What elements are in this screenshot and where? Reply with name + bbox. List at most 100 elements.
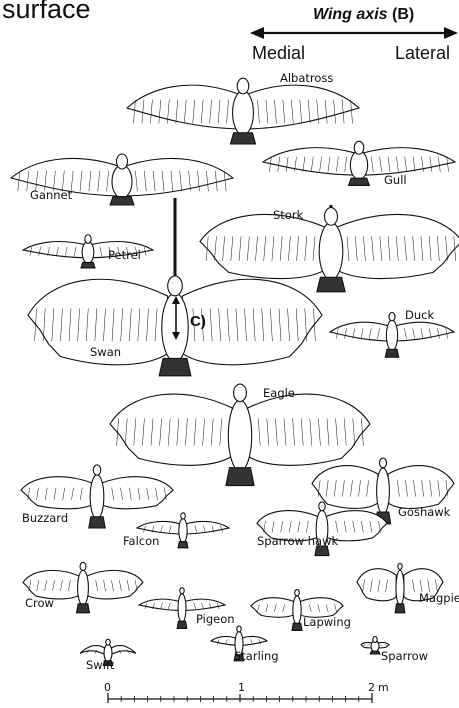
crow-tail <box>77 604 90 613</box>
petrel-label: Petrel <box>108 250 141 262</box>
albatross-head <box>237 78 248 94</box>
eagle-body <box>228 400 251 470</box>
gannet-body <box>112 165 132 198</box>
sparrow-label: Sparrow <box>381 651 428 663</box>
gannet-tail <box>110 197 134 205</box>
duck-silhouette <box>330 312 454 357</box>
magpie-label: Magpie <box>419 593 459 605</box>
gannet-head <box>117 154 128 169</box>
buzzard-body <box>90 475 104 519</box>
crow-right-wing <box>87 570 143 599</box>
gannet-label: Gannet <box>30 190 72 202</box>
eagle-head <box>234 384 247 402</box>
wing-axis-arrow <box>250 27 458 39</box>
sparrow-head <box>373 637 377 643</box>
starling-left-wing <box>211 636 236 645</box>
duck-body <box>386 320 397 351</box>
swan-silhouette <box>28 276 322 376</box>
swift-right-wing <box>110 645 136 655</box>
scale-bar <box>108 693 372 703</box>
starling-right-wing <box>242 636 267 645</box>
falcon-head <box>181 513 186 519</box>
petrel-body <box>82 241 94 263</box>
eagle-tail <box>226 468 254 486</box>
petrel-head <box>85 235 91 244</box>
crow-head <box>80 562 86 570</box>
pigeon-label: Pigeon <box>196 614 235 626</box>
duck-left-wing <box>330 322 389 341</box>
lapwing-label: Lapwing <box>303 617 351 629</box>
duck-tail <box>385 349 398 357</box>
duck-right-wing <box>395 322 454 341</box>
pigeon-tail <box>177 621 187 628</box>
swan-head <box>168 276 183 296</box>
swift-left-wing <box>80 645 106 655</box>
pigeon-body <box>178 594 186 623</box>
goshawk-body <box>377 468 390 514</box>
buzzard-tail <box>89 517 105 528</box>
albatross-body <box>233 91 254 135</box>
stork-right-wing <box>337 214 459 278</box>
duck-head <box>389 312 395 320</box>
albatross-left-wing <box>127 85 238 129</box>
gull-left-wing <box>263 148 356 176</box>
swan-label: Swan <box>90 347 121 359</box>
goshawk-head <box>379 458 386 468</box>
stork-head <box>325 208 338 226</box>
eagle-left-wing <box>110 394 232 465</box>
albatross-label: Albatross <box>280 73 333 85</box>
lapwing-body <box>293 596 301 625</box>
petrel-tail <box>81 262 95 268</box>
albatross-right-wing <box>248 85 359 129</box>
lapwing-head <box>295 590 300 596</box>
starling-head <box>237 626 241 632</box>
goshawk-label: Goshawk <box>398 507 450 519</box>
magpie-tail <box>395 604 405 613</box>
buzzard-head <box>93 465 101 475</box>
gull-label: Gull <box>384 175 407 187</box>
gull-right-wing <box>362 148 455 176</box>
crow-body <box>78 570 89 605</box>
scale-tick-label-1: 1 <box>238 681 245 694</box>
duck-label: Duck <box>405 310 434 322</box>
magpie-left-wing <box>357 569 396 601</box>
sparrow-tail <box>370 651 380 654</box>
swift-head <box>106 639 110 645</box>
gull-head <box>354 141 364 154</box>
stork-tail <box>317 277 345 292</box>
sparrowhawk-label: Sparrow hawk <box>257 536 338 548</box>
falcon-body <box>179 519 187 543</box>
magpie-body <box>396 570 404 605</box>
swift-label: Swift <box>86 660 114 672</box>
lapwing-left-wing <box>251 598 294 618</box>
falcon-label: Falcon <box>123 536 159 548</box>
scale-tick-label-0: 0 <box>104 681 111 694</box>
stork-body <box>319 223 343 280</box>
buzzard-label: Buzzard <box>22 513 68 525</box>
magpie-silhouette <box>357 563 443 612</box>
eagle-right-wing <box>248 394 370 465</box>
gull-silhouette <box>263 141 455 185</box>
falcon-tail <box>178 542 188 548</box>
albatross-silhouette <box>127 78 359 144</box>
crow-left-wing <box>23 570 79 599</box>
crow-label: Crow <box>25 598 54 610</box>
pigeon-head <box>180 588 184 594</box>
gull-body <box>350 151 367 180</box>
bird-silhouettes <box>11 78 459 665</box>
lapwing-tail <box>292 623 302 630</box>
albatross-tail <box>230 133 255 144</box>
eagle-label: Eagle <box>263 388 295 400</box>
scale-unit-label: m <box>378 681 389 694</box>
measurement-c-label: C) <box>190 313 206 330</box>
goshawk-right-wing <box>388 466 454 509</box>
sparrowhawk-head <box>319 502 325 511</box>
gannet-right-wing <box>126 158 233 196</box>
stork-label: Stork <box>273 210 303 222</box>
gull-tail <box>349 178 370 185</box>
swan-tail <box>159 358 191 375</box>
starling-label: Starling <box>234 651 279 663</box>
magpie-head <box>398 563 402 569</box>
